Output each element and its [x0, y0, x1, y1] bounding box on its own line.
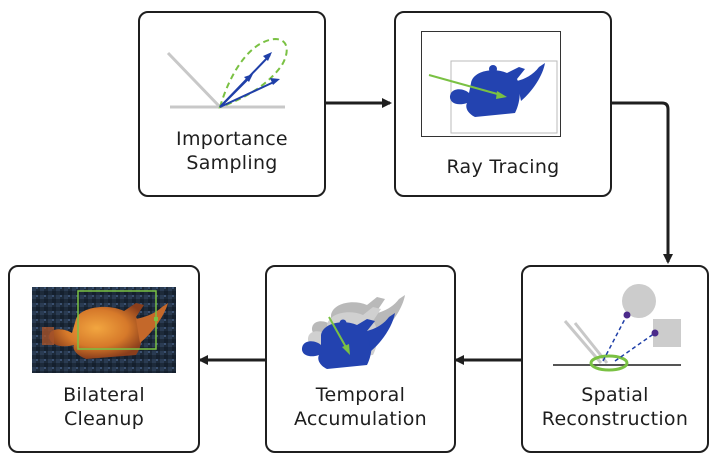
ray-tracing-line-1: Ray Tracing: [446, 156, 560, 178]
importance-sampling-label: Importance Sampling: [140, 127, 324, 175]
ray-tracing-box: Ray Tracing: [394, 11, 612, 197]
bilateral-cleanup-line-1: Bilateral: [63, 384, 145, 406]
temporal-accumulation-line-2: Accumulation: [293, 408, 428, 430]
spatial-filter-icon: [553, 284, 681, 372]
bilateral-cleanup-label: Bilateral Cleanup: [10, 383, 198, 431]
bilateral-cleanup-line-2: Cleanup: [63, 408, 145, 430]
arrow-raytracing-to-spatial: [612, 101, 673, 264]
temporal-accumulation-line-1: Temporal: [315, 384, 406, 406]
spatial-reconstruction-line-1: Spatial: [581, 384, 649, 406]
bilateral-cleanup-box: Bilateral Cleanup: [8, 265, 200, 453]
importance-sampling-line-1: Importance: [176, 128, 288, 150]
temporal-accumulation-label: Temporal Accumulation: [267, 383, 454, 431]
spatial-reconstruction-box: Spatial Reconstruction: [521, 265, 709, 453]
brdf-lobe-icon: [166, 37, 288, 109]
noisy-teapot-icon: [32, 287, 176, 373]
importance-sampling-box: Importance Sampling: [138, 11, 326, 197]
ray-tracing-label: Ray Tracing: [396, 155, 610, 179]
spatial-reconstruction-line-2: Reconstruction: [541, 408, 689, 430]
temporal-teapot-icon: [301, 295, 405, 369]
temporal-accumulation-box: Temporal Accumulation: [265, 265, 456, 453]
importance-sampling-line-2: Sampling: [186, 152, 278, 174]
spatial-reconstruction-label: Spatial Reconstruction: [523, 383, 707, 431]
teapot-ray-icon: [421, 31, 561, 137]
